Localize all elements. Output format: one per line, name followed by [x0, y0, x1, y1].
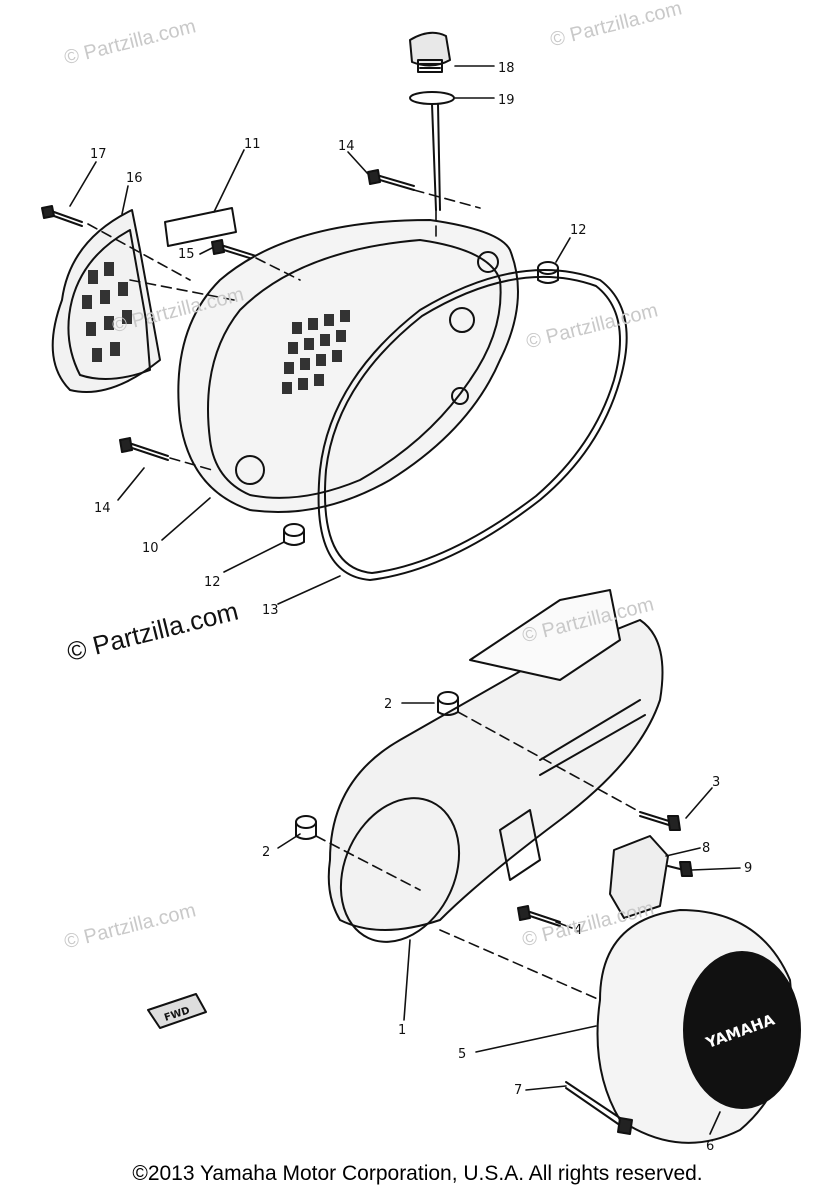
screw-15 [211, 239, 257, 261]
callout-2-lower: 2 [262, 845, 270, 860]
callout-5: 5 [458, 1047, 466, 1062]
callout-10: 10 [142, 541, 159, 556]
callout-16: 16 [126, 171, 143, 186]
screw-9 [667, 861, 693, 877]
dowel-pin-12-upper [537, 261, 559, 284]
leader-lines [69, 65, 741, 1135]
o-ring [409, 91, 455, 105]
gasket-13 [317, 269, 628, 581]
assembly-lines [87, 189, 641, 1001]
callout-6: 6 [706, 1139, 714, 1154]
callout-13: 13 [262, 603, 279, 618]
callout-14-lower: 14 [94, 501, 111, 516]
screw-3 [639, 811, 681, 831]
decal-11 [164, 207, 237, 247]
callout-12-upper: 12 [570, 223, 587, 238]
callout-11: 11 [244, 137, 261, 152]
crankcase-cover-1 [327, 589, 664, 943]
callout-1: 1 [398, 1023, 406, 1038]
side-cover-16 [51, 209, 161, 393]
cover-8 [609, 835, 669, 919]
screw-17 [41, 205, 83, 227]
callout-19: 19 [498, 93, 515, 108]
callout-15: 15 [178, 247, 195, 262]
fwd-tag [147, 993, 207, 1029]
callout-2-upper: 2 [384, 697, 392, 712]
screw-4 [517, 905, 561, 927]
dipstick [431, 103, 441, 211]
yamaha-emblem [683, 951, 801, 1109]
callout-17: 17 [90, 147, 107, 162]
callout-14-upper: 14 [338, 139, 355, 154]
callout-12-lower: 12 [204, 575, 221, 590]
screw-14-upper [367, 169, 415, 191]
screw-14-lower [119, 437, 169, 461]
oil-filler-cap [409, 31, 451, 73]
crankcase-cover-10 [177, 219, 519, 513]
callout-18: 18 [498, 61, 515, 76]
dowel-pin-12-lower [283, 523, 305, 546]
callout-3: 3 [712, 775, 720, 790]
flywheel-cover-6 [596, 909, 801, 1144]
bolt-7 [565, 1081, 633, 1135]
callout-8: 8 [702, 841, 710, 856]
copyright-footer: ©2013 Yamaha Motor Corporation, U.S.A. A… [132, 1162, 703, 1185]
callout-4: 4 [574, 923, 582, 938]
callout-9: 9 [744, 861, 752, 876]
callout-7: 7 [514, 1083, 522, 1098]
